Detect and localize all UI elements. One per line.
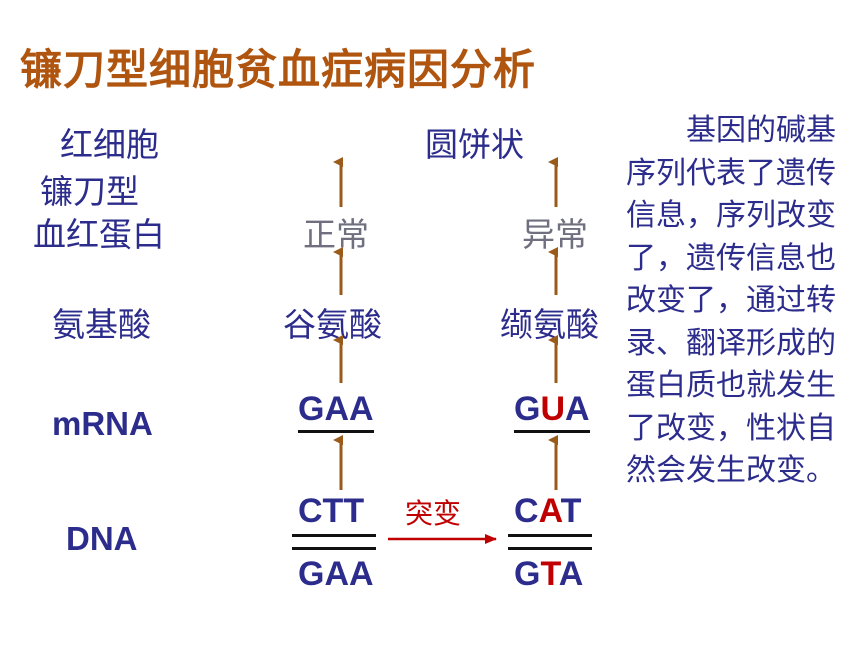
mutant-dna-bottom-base-1: G xyxy=(514,555,541,593)
mutant-dna-bar-2 xyxy=(508,547,592,550)
mutant-dna-bottom-base-2: T xyxy=(540,555,559,593)
hemoglobin-label-line1: 镰刀型 xyxy=(40,172,139,211)
explanation-text: 基因的碱基序列代表了遗传信息，序列改变了，遗传信息也改变了，通过转录、翻译形成的… xyxy=(626,113,836,488)
mutant-dna-top-base-3: T xyxy=(560,492,582,530)
normal-mrna: GAA xyxy=(298,390,374,433)
mutant-mrna-base-1: G xyxy=(514,390,541,428)
normal-dna-top: CTT xyxy=(298,492,365,530)
cell-label: 红细胞 xyxy=(60,125,159,164)
normal-dna-bar-2 xyxy=(292,547,376,550)
mutant-dna-bar-1 xyxy=(508,534,592,537)
mutant-dna-top-base-2: A xyxy=(538,492,561,530)
normal-cell-shape: 圆饼状 xyxy=(425,125,524,164)
normal-amino-acid: 谷氨酸 xyxy=(283,305,382,344)
normal-dna-bar-1 xyxy=(292,534,376,537)
mutant-dna-top: CAT xyxy=(514,492,581,531)
mutation-label: 突变 xyxy=(405,497,462,530)
dna-label: DNA xyxy=(66,520,138,557)
mrna-label: mRNA xyxy=(52,405,153,442)
mutant-mrna-base-3: A xyxy=(565,390,590,428)
mutant-dna-top-base-1: C xyxy=(514,492,539,530)
mutant-mrna-base-2: U xyxy=(540,390,566,428)
mutant-dna-bottom: GTA xyxy=(514,555,583,594)
amino-acid-label: 氨基酸 xyxy=(52,305,151,344)
mutant-mrna: GUA xyxy=(514,390,590,433)
page-title: 镰刀型细胞贫血症病因分析 xyxy=(20,45,537,94)
hemoglobin-label-line2: 血红蛋白 xyxy=(33,215,165,254)
normal-dna-bottom: GAA xyxy=(298,555,374,593)
mutant-dna-bottom-base-3: A xyxy=(558,555,584,593)
